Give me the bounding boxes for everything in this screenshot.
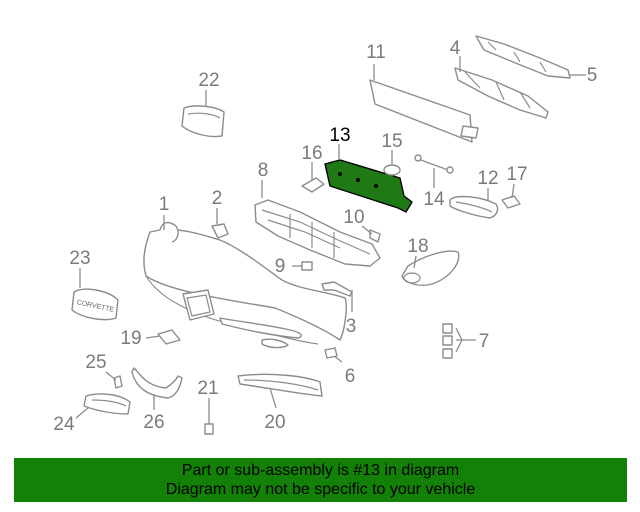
callout-12: 12 xyxy=(477,168,498,189)
callout-19: 19 xyxy=(120,328,141,349)
part-9-bolt[interactable] xyxy=(301,261,313,271)
callout-26: 26 xyxy=(143,412,164,433)
callout-5: 5 xyxy=(587,65,598,86)
part-14-connector[interactable] xyxy=(414,154,454,174)
leader-lines xyxy=(75,56,586,424)
callout-1: 1 xyxy=(159,194,170,215)
part-2-clip[interactable] xyxy=(211,223,229,239)
part-5-upper-bar[interactable] xyxy=(475,35,571,79)
part-3-bracket[interactable] xyxy=(321,281,353,297)
part-20-spoiler[interactable] xyxy=(237,373,323,397)
callout-2: 2 xyxy=(212,188,223,209)
callout-15: 15 xyxy=(381,131,402,152)
callout-14: 14 xyxy=(423,189,445,210)
part-6-nut[interactable] xyxy=(324,347,338,359)
part-21-screw[interactable] xyxy=(204,423,214,435)
callout-3: 3 xyxy=(346,316,357,337)
callout-9: 9 xyxy=(275,256,286,277)
part-16-bracket[interactable] xyxy=(301,177,325,193)
info-banner-line-1: Part or sub-assembly is #13 in diagram xyxy=(181,462,460,479)
part-22-lamp[interactable] xyxy=(181,105,225,138)
part-24-light[interactable] xyxy=(83,393,131,415)
callout-10: 10 xyxy=(343,207,364,228)
callout-17: 17 xyxy=(506,164,527,185)
part-12-air-duct[interactable] xyxy=(449,195,499,219)
callout-24: 24 xyxy=(53,414,75,435)
part-25-bulb[interactable] xyxy=(113,375,123,389)
part-26-trim-frame[interactable] xyxy=(131,367,183,399)
callout-7: 7 xyxy=(479,331,490,352)
part-8-energy-absorber[interactable] xyxy=(254,199,381,267)
callout-25: 25 xyxy=(85,352,106,373)
part-15-clip[interactable] xyxy=(383,164,401,176)
callout-16: 16 xyxy=(301,143,322,164)
callout-4: 4 xyxy=(450,38,461,59)
parts-diagram: CORVETTE xyxy=(53,35,597,435)
callout-11: 11 xyxy=(366,42,386,63)
info-banner-line-2: Diagram may not be specific to your vehi… xyxy=(165,481,476,498)
callout-13: 13 xyxy=(329,125,350,146)
callout-22: 22 xyxy=(198,70,219,91)
part-23-emblem[interactable]: CORVETTE xyxy=(71,288,119,321)
part-1-bumper-fascia[interactable] xyxy=(143,221,347,349)
part-19-clip[interactable] xyxy=(157,329,181,345)
part-10-fastener[interactable] xyxy=(369,229,381,243)
part-17-clip[interactable] xyxy=(501,195,521,209)
part-18-duct[interactable] xyxy=(401,250,460,286)
callout-21: 21 xyxy=(197,378,218,399)
callout-23: 23 xyxy=(69,248,90,269)
part-7-clips[interactable] xyxy=(442,323,453,359)
callout-6: 6 xyxy=(345,366,356,387)
part-13-bracket-highlighted[interactable] xyxy=(324,159,413,213)
part-4-reinforcement[interactable] xyxy=(454,67,549,119)
callout-numbers: 1 2 3 4 5 6 7 8 9 10 11 12 13 14 15 16 1… xyxy=(53,38,597,435)
part-11-impact-bar[interactable] xyxy=(369,79,479,143)
callout-8: 8 xyxy=(258,160,269,181)
info-banner: Part or sub-assembly is #13 in diagram D… xyxy=(14,458,627,502)
callout-20: 20 xyxy=(264,412,285,433)
callout-18: 18 xyxy=(407,236,428,257)
